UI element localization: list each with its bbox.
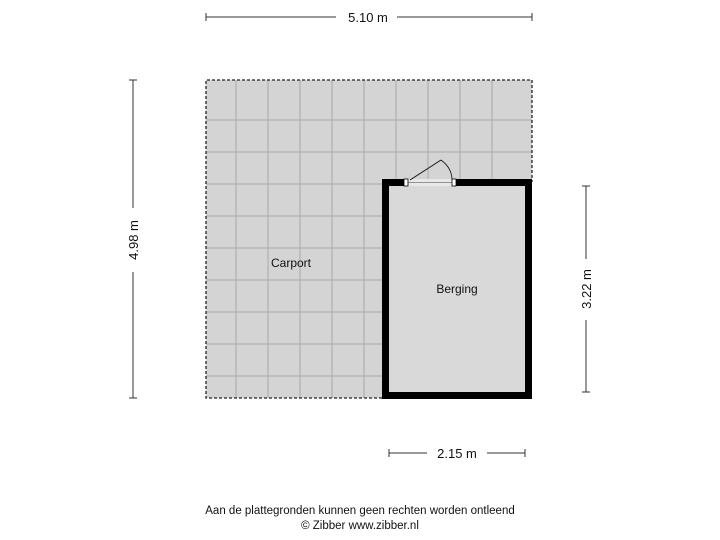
dimension-bottom: 2.15 m xyxy=(388,446,526,461)
room-label-berging: Berging xyxy=(436,282,477,296)
footer-copyright: © Zibber www.zibber.nl xyxy=(301,520,419,532)
dimension-left: 4.98 m xyxy=(126,79,141,399)
dimension-left-label: 4.98 m xyxy=(126,220,141,260)
berging-floor xyxy=(389,186,525,392)
door-jamb-right xyxy=(451,178,457,187)
door-jamb-left xyxy=(403,178,409,187)
carport-outline xyxy=(205,79,533,399)
door-swing-arc xyxy=(440,159,453,181)
berging-room xyxy=(382,159,532,399)
dimension-top-label: 5.10 m xyxy=(348,10,388,25)
dimension-bottom-label: 2.15 m xyxy=(437,446,477,461)
dimension-right: 3.22 m xyxy=(579,185,594,393)
dimension-top: 5.10 m xyxy=(205,10,533,25)
dimension-right-label: 3.22 m xyxy=(579,269,594,309)
footer-disclaimer: Aan de plattegronden kunnen geen rechten… xyxy=(205,505,515,517)
room-label-carport: Carport xyxy=(271,256,312,270)
door-leaf xyxy=(409,159,442,181)
carport-tile-grid xyxy=(206,80,532,398)
